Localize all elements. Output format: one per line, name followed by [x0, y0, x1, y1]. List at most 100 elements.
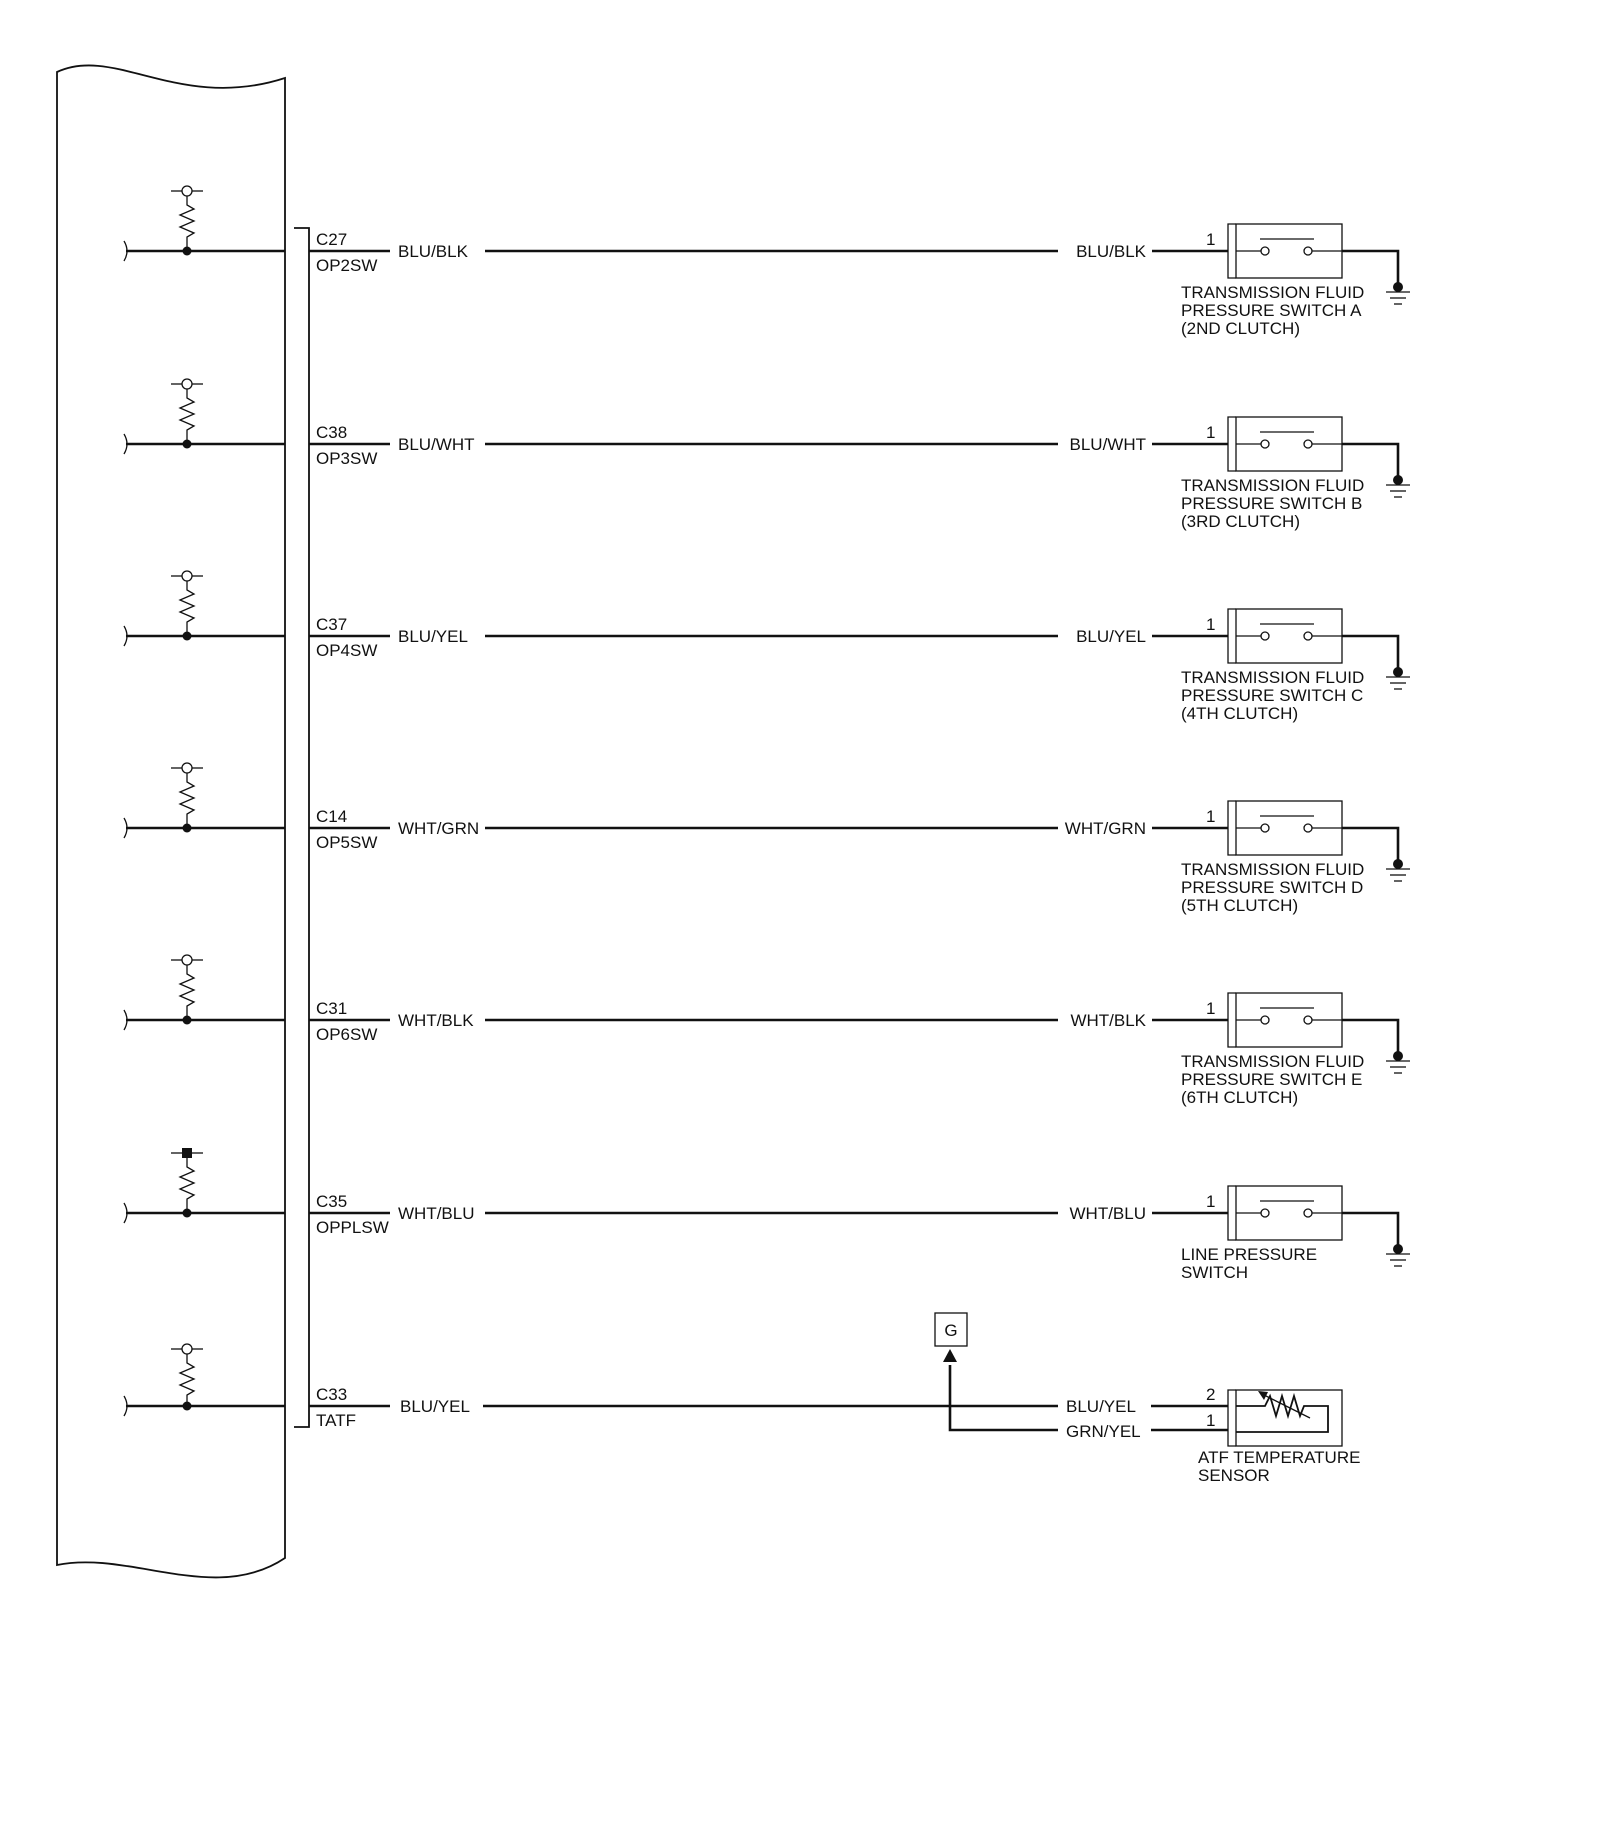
resistor-zigzag: [178, 1158, 196, 1213]
signal-name: OP2SW: [316, 256, 377, 275]
pin-number: 1: [1206, 230, 1215, 249]
pin-id: C31: [316, 999, 347, 1018]
component-label-line: (4TH CLUTCH): [1181, 704, 1298, 723]
wire-ground: [1342, 442, 1400, 480]
resistor-zigzag: [178, 773, 196, 828]
pullup-resistor: [171, 954, 203, 1025]
switch-connector-bracket: [1227, 416, 1236, 472]
arrow-up-icon: [943, 1349, 957, 1362]
switch-contact: [1303, 1208, 1313, 1218]
component-label-line: PRESSURE SWITCH D: [1181, 878, 1363, 897]
signal-name: TATF: [316, 1411, 356, 1430]
signal-name: OP6SW: [316, 1025, 377, 1044]
ground-ref-label: G: [944, 1321, 957, 1340]
junction-dot: [1393, 282, 1403, 292]
atf-temperature-sensor: [1235, 1389, 1343, 1447]
component-label-line: LINE PRESSURE: [1181, 1245, 1317, 1264]
pullup-terminal-open: [181, 762, 193, 774]
pin-number: 1: [1206, 807, 1215, 826]
ground-icon: [1386, 868, 1410, 882]
switch-connector-bracket: [1227, 223, 1236, 279]
pin-id: C14: [316, 807, 347, 826]
resistor-zigzag: [178, 581, 196, 636]
junction-dot: [1393, 1051, 1403, 1061]
pin-id: C27: [316, 230, 347, 249]
component-label-line: (5TH CLUTCH): [1181, 896, 1298, 915]
pullup-terminal-open: [181, 185, 193, 197]
wire-color-left: BLU/WHT: [398, 435, 475, 454]
pullup-resistor: [171, 1343, 203, 1411]
wire-ground: [1342, 249, 1400, 287]
component-label-line: (2ND CLUTCH): [1181, 319, 1300, 338]
junction-dot: [182, 823, 192, 833]
switch-contact: [1260, 1015, 1270, 1025]
pressure-switch: [1227, 416, 1343, 472]
pullup-terminal-open: [181, 378, 193, 390]
resistor-zigzag: [178, 389, 196, 444]
switch-contact: [1303, 1015, 1313, 1025]
wire-color-left: WHT/GRN: [398, 819, 479, 838]
switch-connector-bracket: [1227, 1185, 1236, 1241]
connector-bracket: [294, 227, 310, 1428]
wire-ground: [1342, 826, 1400, 864]
ground-icon: [1386, 484, 1410, 498]
wire-ground: [1342, 634, 1400, 672]
switch-contact: [1260, 1208, 1270, 1218]
pullup-resistor: [171, 762, 203, 833]
resistor-zigzag: [178, 965, 196, 1020]
wire-color-signal: BLU/YEL: [1066, 1397, 1136, 1416]
sensor-connector-bracket: [1227, 1389, 1236, 1447]
switch-contact: [1260, 631, 1270, 641]
thermistor-arrowhead-icon: [1258, 1391, 1268, 1400]
junction-dot: [1393, 1244, 1403, 1254]
switch-contact: [1260, 439, 1270, 449]
ecu-module-body: [56, 64, 286, 1579]
switch-contact: [1260, 823, 1270, 833]
component-label-line: ATF TEMPERATURE: [1198, 1448, 1360, 1467]
switch-connector-bracket: [1227, 800, 1236, 856]
pin-number: 1: [1206, 1192, 1215, 1211]
pullup-resistor: [171, 185, 203, 256]
junction-dot: [182, 246, 192, 256]
wire-break-mark: [123, 240, 128, 262]
wire-color-right: WHT/GRN: [1065, 819, 1146, 838]
component-label-line: TRANSMISSION FLUID: [1181, 860, 1364, 879]
component-label: ATF TEMPERATURE SENSOR: [1198, 1448, 1365, 1485]
component-label-line: TRANSMISSION FLUID: [1181, 668, 1364, 687]
signal-name: OP5SW: [316, 833, 377, 852]
signal-name: OP4SW: [316, 641, 377, 660]
component-label-line: PRESSURE SWITCH A: [1181, 301, 1362, 320]
component-label-line: PRESSURE SWITCH B: [1181, 494, 1362, 513]
junction-dot: [182, 1015, 192, 1025]
pressure-switch: [1227, 992, 1343, 1048]
atf-sensor-circuit: C33 TATF BLU/YEL BLU/YEL 2 G GRN/YEL 1 A…: [123, 1312, 1365, 1485]
switch-contact: [1303, 823, 1313, 833]
wire-color-right: BLU/YEL: [1076, 627, 1146, 646]
wire-break-mark: [123, 433, 128, 455]
pin-number: 1: [1206, 423, 1215, 442]
junction-dot: [182, 1208, 192, 1218]
pullup-terminal-filled: [182, 1148, 192, 1158]
wire-break-mark: [123, 1395, 128, 1417]
switch-contact: [1303, 439, 1313, 449]
pin-id: C37: [316, 615, 347, 634]
ground-icon: [1386, 1253, 1410, 1267]
wire-color-left: BLU/BLK: [398, 242, 469, 261]
wire-color-right: WHT/BLU: [1070, 1204, 1147, 1223]
wire-color-right: BLU/WHT: [1070, 435, 1147, 454]
signal-name: OP3SW: [316, 449, 377, 468]
ground-icon: [1386, 676, 1410, 690]
component-label-line: (3RD CLUTCH): [1181, 512, 1300, 531]
wire-break-mark: [123, 1202, 128, 1224]
signal-name: OPPLSW: [316, 1218, 389, 1237]
pin-number-signal: 2: [1206, 1385, 1215, 1404]
